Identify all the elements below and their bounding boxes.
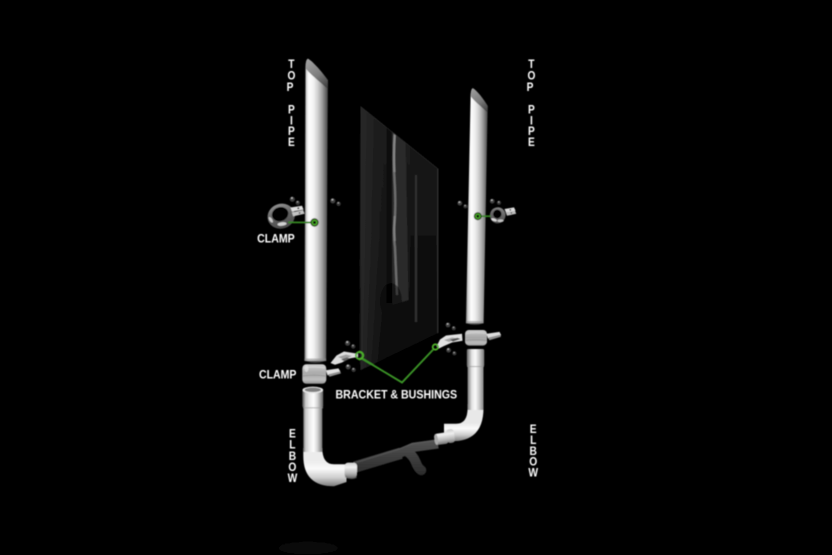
svg-text:CLAMP: CLAMP: [257, 234, 295, 246]
svg-text:BRACKET & BUSHINGS: BRACKET & BUSHINGS: [336, 389, 458, 402]
svg-text:CLAMP: CLAMP: [259, 369, 297, 381]
